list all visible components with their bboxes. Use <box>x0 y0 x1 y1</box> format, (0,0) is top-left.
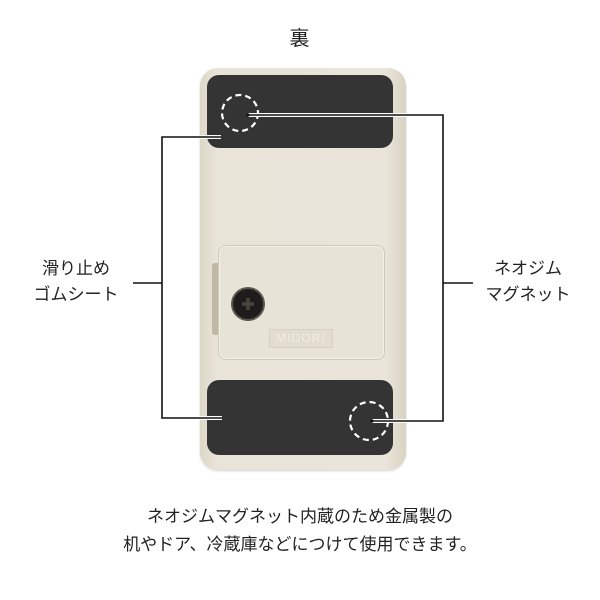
caption-line1: ネオジムマグネット内蔵のため金属製の <box>147 507 453 527</box>
battery-compartment: MIDORI <box>218 245 385 360</box>
screw-icon <box>233 289 263 319</box>
caption-line2: 机やドア、冷蔵庫などにつけて使用できます。 <box>123 535 477 555</box>
magnet-label-line1: ネオジム <box>494 259 562 279</box>
magnet-label: ネオジム マグネット <box>468 256 588 308</box>
caption: ネオジムマグネット内蔵のため金属製の 机やドア、冷蔵庫などにつけて使用できます。 <box>0 503 600 559</box>
brand-logo: MIDORI <box>269 329 333 348</box>
rubber-sheet-label-line1: 滑り止め <box>42 259 110 279</box>
magnet-label-line2: マグネット <box>485 285 571 305</box>
rubber-sheet-bottom <box>207 380 393 455</box>
rubber-sheet-label: 滑り止め ゴムシート <box>16 256 136 308</box>
rubber-sheet-label-line2: ゴムシート <box>33 285 119 305</box>
page-title: 裏 <box>289 26 311 50</box>
rubber-sheet-top <box>207 75 393 148</box>
product-back: MIDORI <box>200 68 406 470</box>
